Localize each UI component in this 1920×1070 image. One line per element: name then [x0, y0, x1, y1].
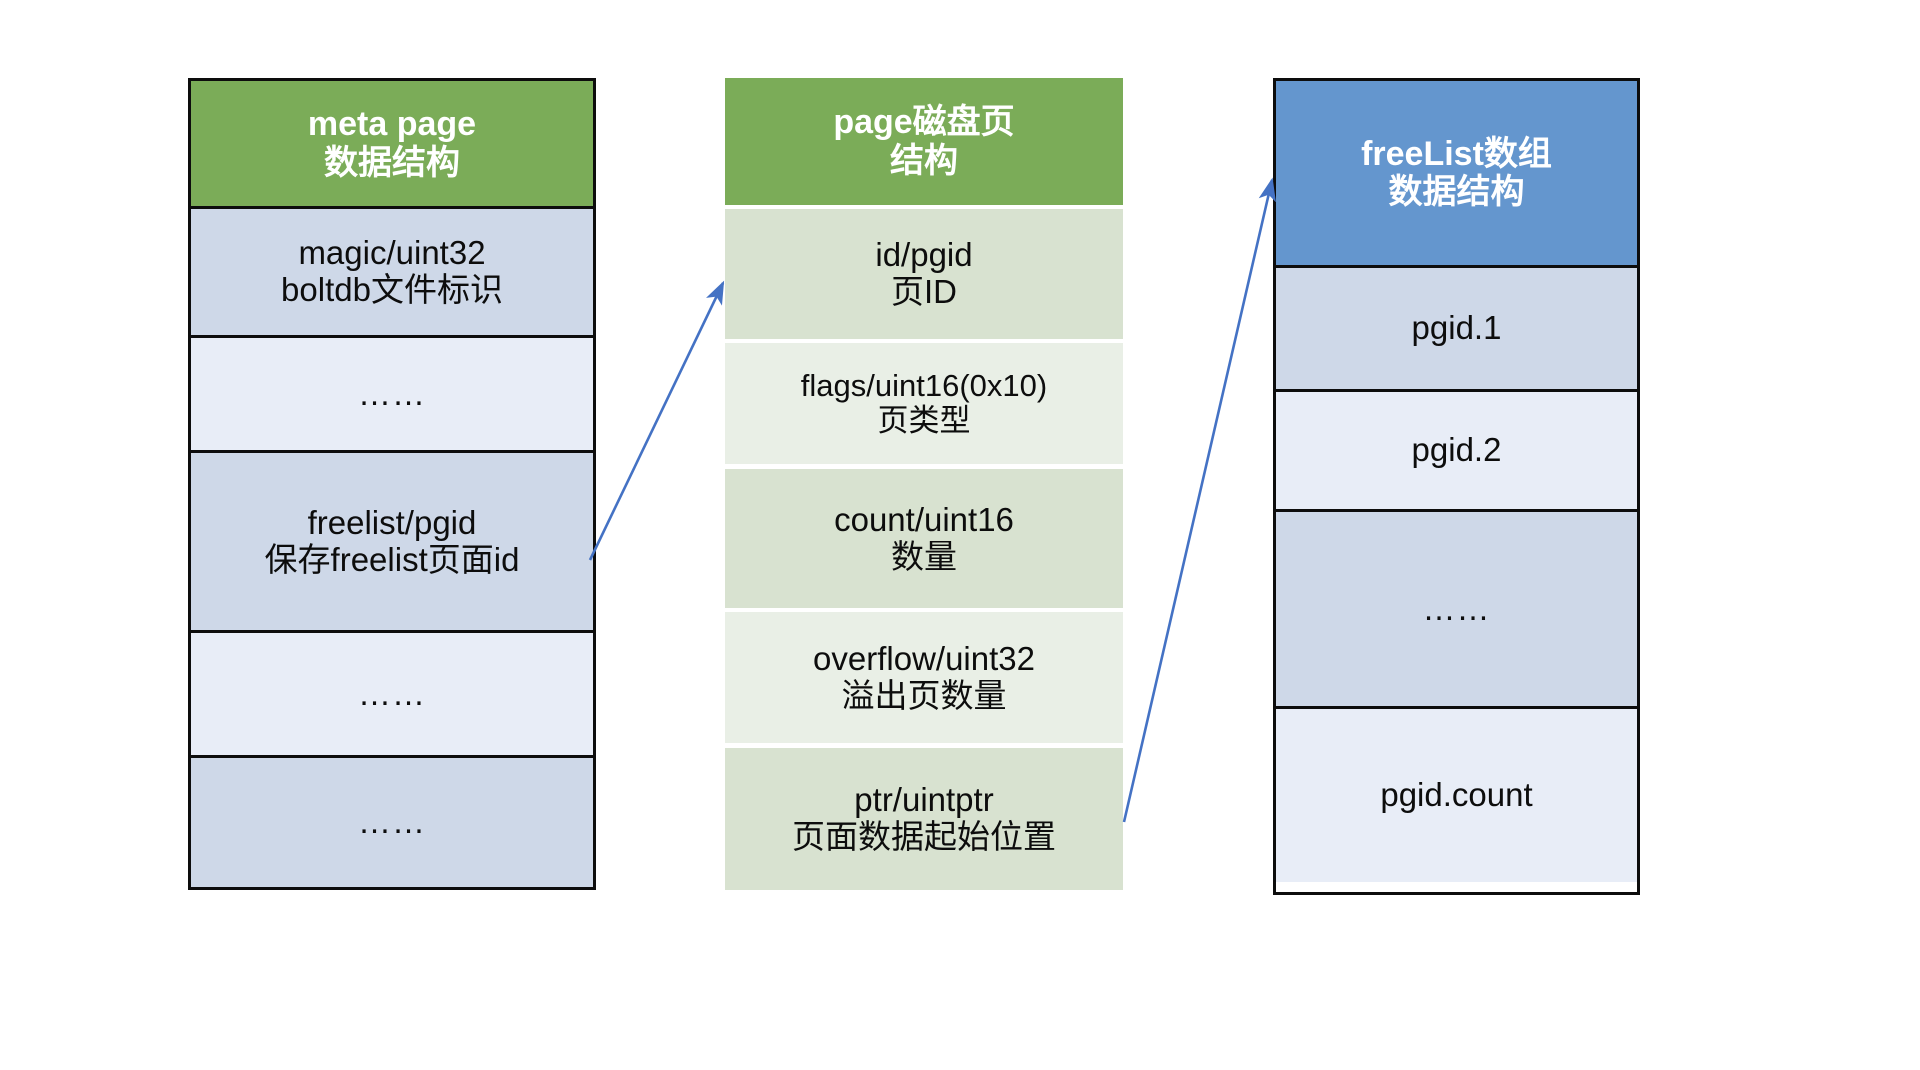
page-disk-row-flags-line1: flags/uint16(0x10) — [800, 367, 1048, 403]
page-disk-row-id: id/pgid 页ID — [725, 209, 1123, 339]
meta-page-row-ellipsis-1-label: …… — [358, 374, 426, 412]
meta-page-header: meta page 数据结构 — [191, 81, 593, 209]
meta-page-header-line2: 数据结构 — [324, 143, 460, 182]
page-disk-row-flags-line2: 页类型 — [877, 402, 971, 438]
page-disk-row-ptr-line1: ptr/uintptr — [854, 781, 994, 819]
freelist-array-row-pgid-1-label: pgid.1 — [1411, 309, 1502, 347]
arrow-freelist-to-page — [588, 280, 725, 561]
freelist-array-row-pgid-1: pgid.1 — [1276, 268, 1637, 392]
meta-page-row-freelist-line2: 保存freelist页面id — [264, 540, 520, 578]
meta-page-column: meta page 数据结构 magic/uint32 boltdb文件标识 …… — [188, 78, 596, 890]
freelist-array-header: freeList数组 数据结构 — [1276, 81, 1637, 268]
page-disk-row-overflow-line1: overflow/uint32 — [813, 639, 1035, 677]
meta-page-row-ellipsis-2: …… — [191, 633, 593, 758]
page-disk-header-line2: 结构 — [890, 141, 958, 180]
page-disk-row-count-line2: 数量 — [891, 537, 957, 575]
meta-page-row-ellipsis-1: …… — [191, 338, 593, 453]
freelist-array-row-pgid-2-label: pgid.2 — [1411, 431, 1502, 469]
page-disk-header-line1: page磁盘页 — [833, 103, 1015, 142]
page-disk-header: page磁盘页 结构 — [725, 78, 1123, 205]
meta-page-header-line1: meta page — [307, 105, 477, 144]
meta-page-row-magic: magic/uint32 boltdb文件标识 — [191, 209, 593, 338]
freelist-array-row-pgid-count: pgid.count — [1276, 709, 1637, 882]
page-disk-row-ptr-line2: 页面数据起始位置 — [792, 818, 1056, 855]
page-disk-row-id-line1: id/pgid — [875, 236, 973, 274]
freelist-array-row-pgid-count-label: pgid.count — [1380, 776, 1533, 814]
meta-page-row-magic-line1: magic/uint32 — [298, 234, 486, 272]
page-disk-row-overflow-line2: 溢出页数量 — [841, 676, 1007, 714]
arrow-ptr-to-freelist — [1122, 177, 1276, 823]
page-disk-row-ptr: ptr/uintptr 页面数据起始位置 — [725, 748, 1123, 890]
page-disk-row-overflow: overflow/uint32 溢出页数量 — [725, 612, 1123, 743]
freelist-array-column: freeList数组 数据结构 pgid.1 pgid.2 …… pgid.co… — [1273, 78, 1640, 895]
page-disk-column: page磁盘页 结构 id/pgid 页ID flags/uint16(0x10… — [725, 78, 1123, 890]
freelist-array-header-line1: freeList数组 — [1361, 134, 1552, 173]
page-disk-row-count-line1: count/uint16 — [834, 500, 1014, 538]
meta-page-row-magic-line2: boltdb文件标识 — [281, 271, 503, 308]
meta-page-row-freelist-line1: freelist/pgid — [307, 503, 477, 541]
page-disk-row-id-line2: 页ID — [891, 273, 957, 310]
freelist-array-row-ellipsis-label: …… — [1422, 589, 1491, 627]
meta-page-row-ellipsis-3: …… — [191, 758, 593, 887]
meta-page-row-ellipsis-3-label: …… — [358, 803, 426, 841]
freelist-array-header-line2: 数据结构 — [1388, 173, 1525, 211]
meta-page-row-ellipsis-2-label: …… — [358, 674, 426, 712]
freelist-array-row-ellipsis: …… — [1276, 512, 1637, 709]
freelist-array-row-pgid-2: pgid.2 — [1276, 392, 1637, 512]
meta-page-row-freelist: freelist/pgid 保存freelist页面id — [191, 453, 593, 633]
page-disk-row-flags: flags/uint16(0x10) 页类型 — [725, 343, 1123, 464]
page-disk-row-count: count/uint16 数量 — [725, 469, 1123, 608]
